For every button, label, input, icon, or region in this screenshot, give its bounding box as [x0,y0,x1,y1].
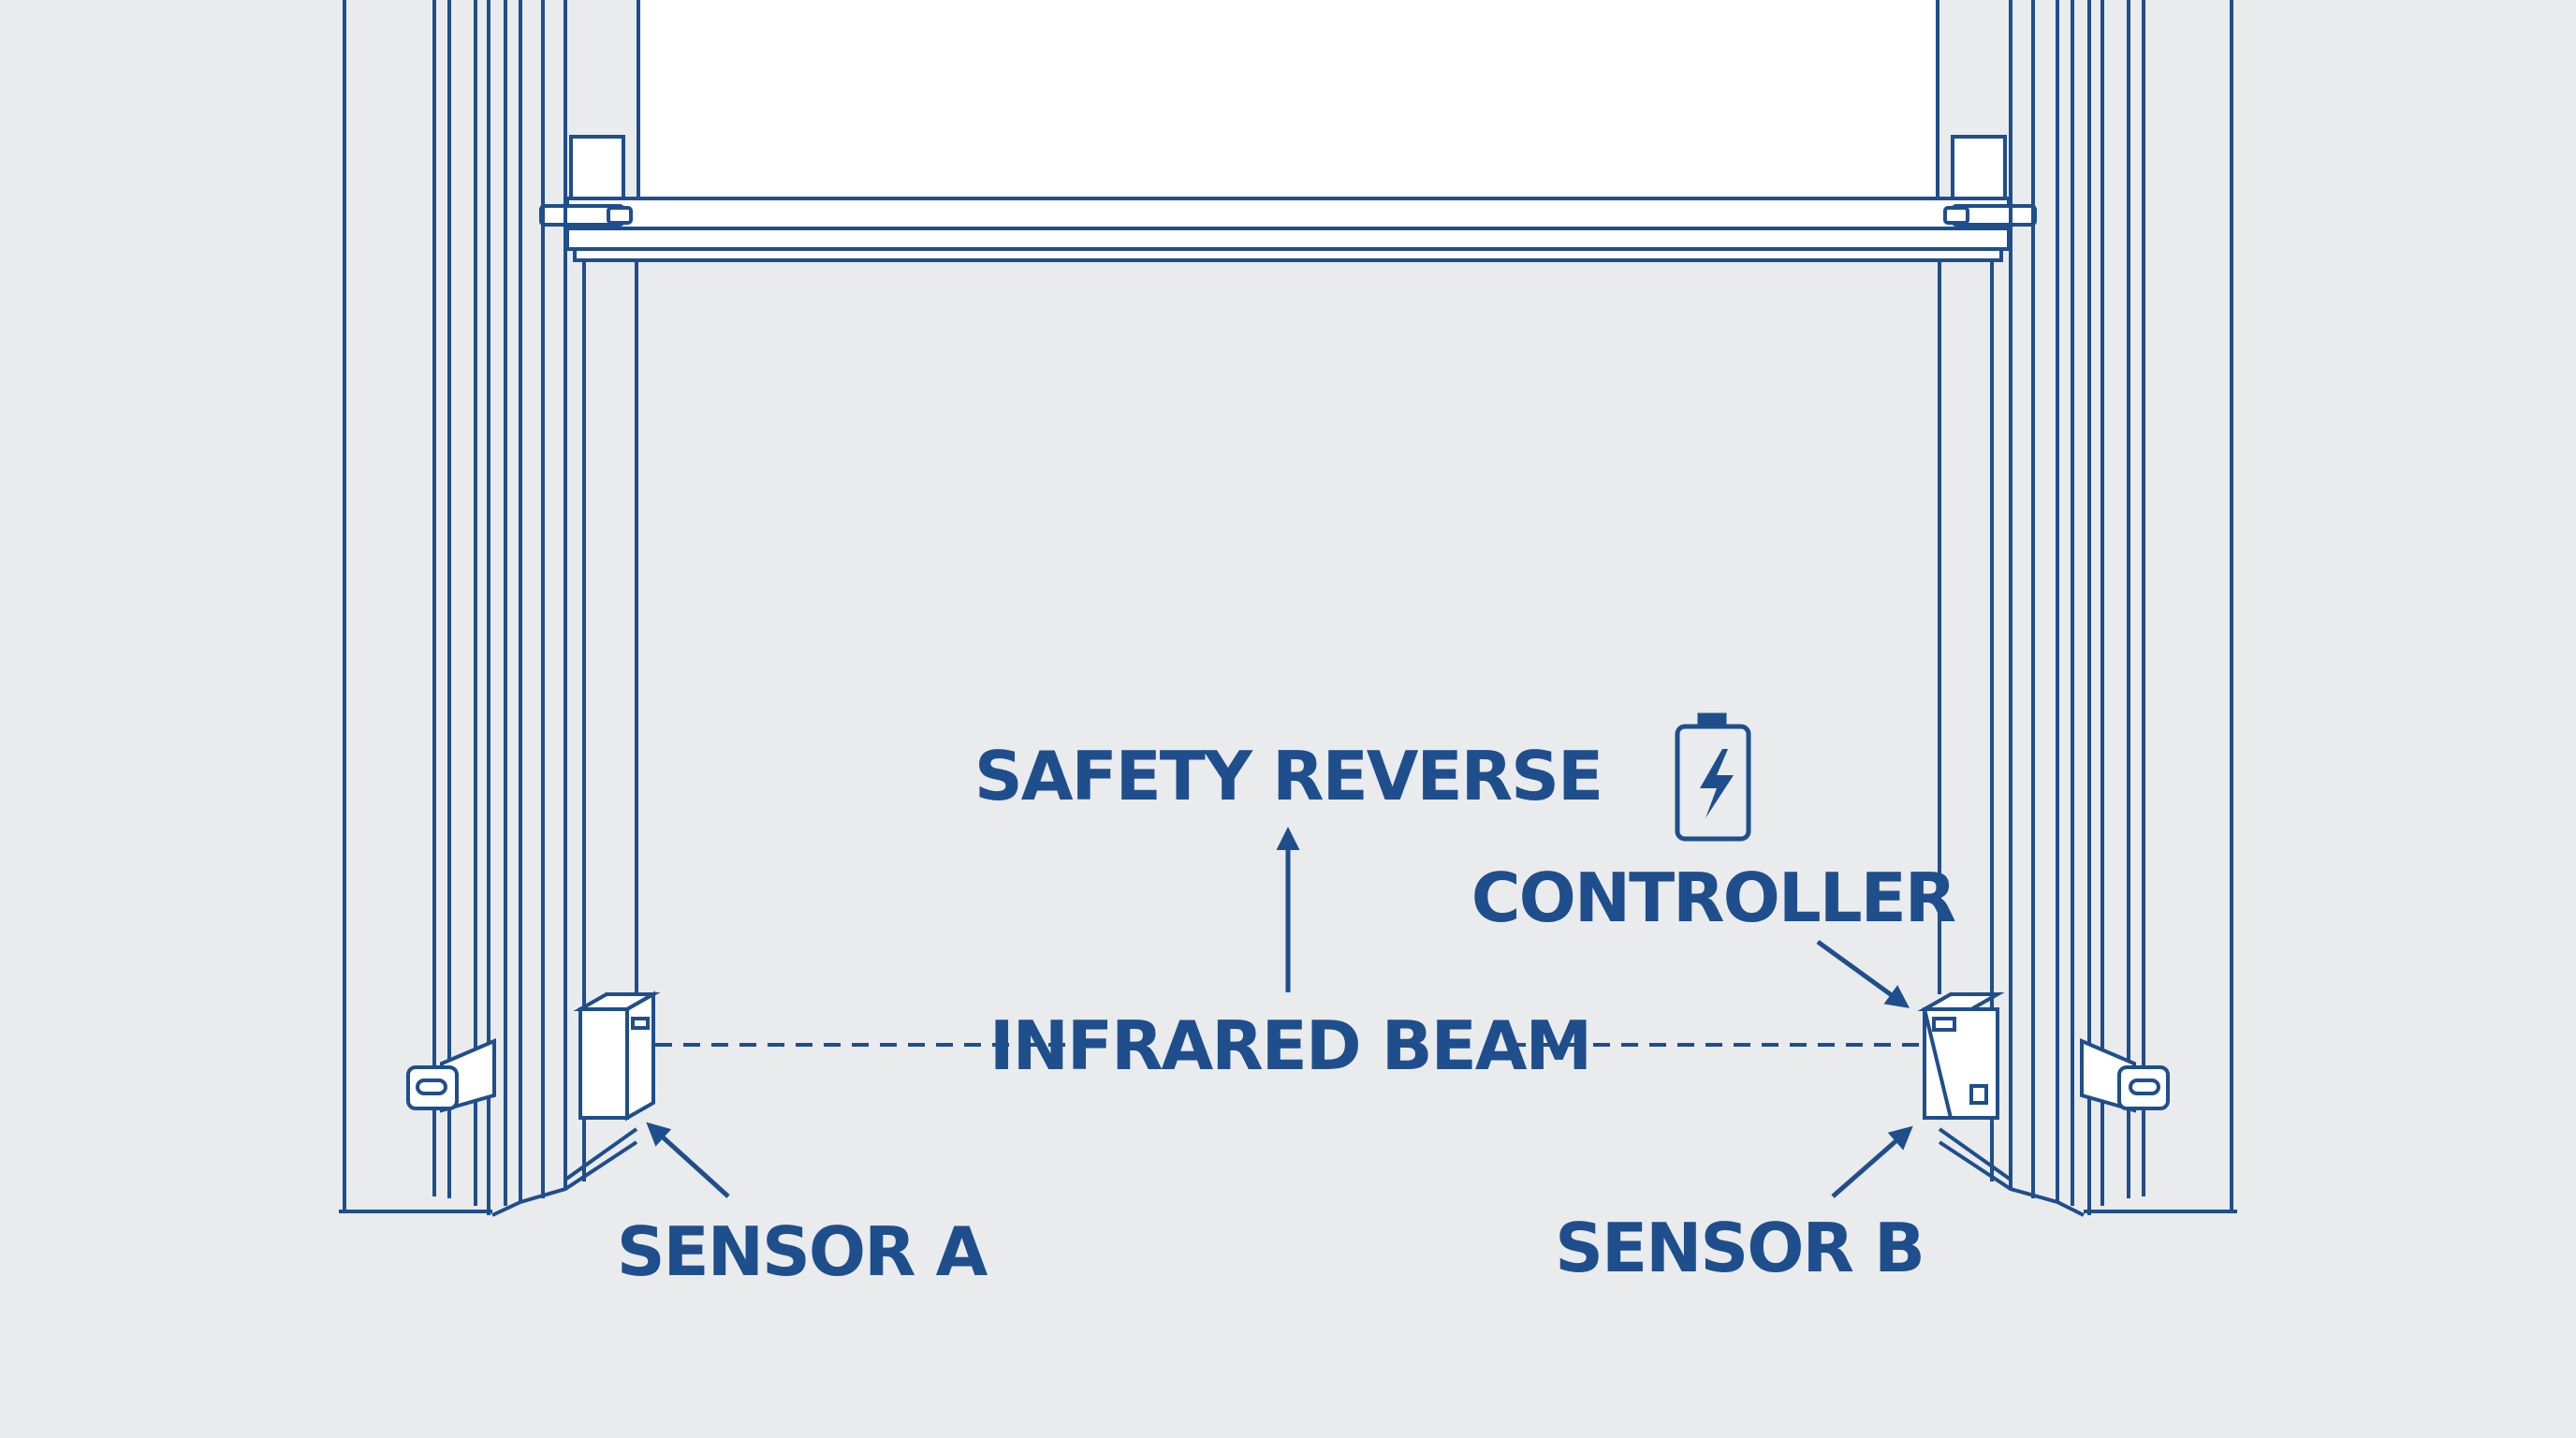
sensor-a-device [573,990,661,1122]
left-roller-bracket [539,135,633,227]
left-mounting-bracket [406,1037,496,1113]
controller-pointer-arrow [1816,939,1910,1008]
sensor-b-label: SENSOR B [1555,1209,1924,1287]
infrared-beam-label: INFRARED BEAM [989,1006,1590,1085]
battery-lightning-icon [1675,712,1751,842]
safety-reverse-label: SAFETY REVERSE [974,737,1602,815]
sensor-a-pointer-arrow [646,1122,730,1198]
sensor-b-device [1917,992,2005,1120]
right-mounting-bracket [2080,1037,2170,1113]
door-panel [637,0,1939,198]
sensor-a-label: SENSOR A [617,1212,988,1291]
sensor-b-pointer-arrow [1831,1125,1913,1198]
door-bottom-rail [565,197,2011,262]
controller-label: CONTROLLER [1471,858,1955,937]
